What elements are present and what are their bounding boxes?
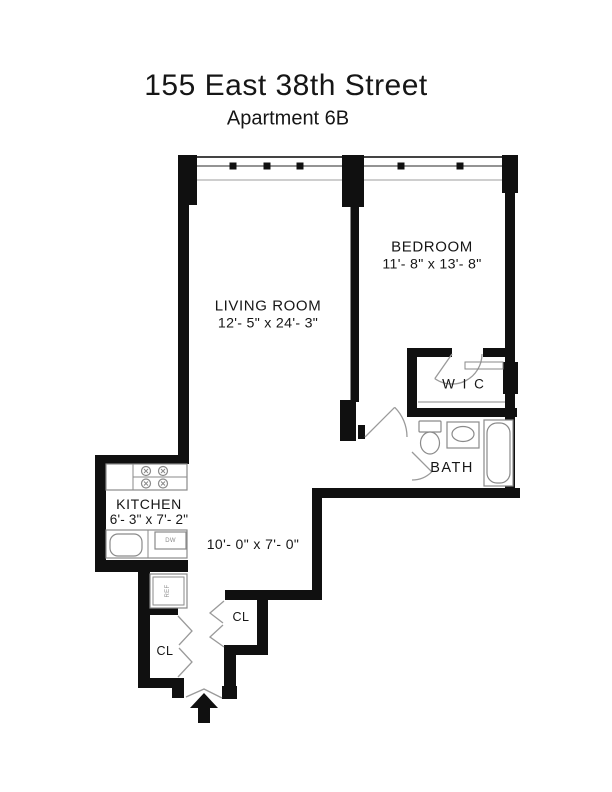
refrigerator-icon bbox=[149, 573, 188, 609]
entry-door-swing bbox=[185, 688, 223, 699]
bath-label: BATH bbox=[430, 460, 474, 476]
walls bbox=[95, 155, 520, 699]
kitchen-dims: 6'- 3" x 7'- 2" bbox=[109, 512, 189, 527]
bedroom-label: BEDROOM 11'- 8" x 13'- 8" bbox=[382, 238, 482, 273]
wic-shelf-icon bbox=[418, 361, 505, 403]
page-title: 155 East 38th Street bbox=[144, 69, 428, 102]
dishwasher-label: DW bbox=[165, 537, 176, 544]
window-mullion-icon bbox=[229, 162, 464, 170]
refrigerator-label: REF bbox=[165, 584, 171, 598]
entry-arrow-icon bbox=[190, 693, 218, 723]
toilet-icon bbox=[418, 420, 442, 455]
kitchen-name: KITCHEN bbox=[116, 496, 182, 512]
living-room-label: LIVING ROOM 12'- 5" x 24'- 3" bbox=[214, 297, 322, 332]
bath-sink-icon bbox=[446, 421, 480, 449]
bedroom-dims: 11'- 8" x 13'- 8" bbox=[382, 256, 482, 272]
dishwasher-icon bbox=[154, 531, 187, 550]
kitchen-sink-icon bbox=[109, 533, 143, 557]
wic-label: W I C bbox=[442, 376, 486, 392]
bathtub-icon bbox=[483, 419, 514, 487]
window-band bbox=[189, 156, 506, 181]
closet-bifold-door-icon bbox=[177, 600, 225, 678]
bedroom-door-swing bbox=[364, 406, 408, 438]
page-subtitle: Apartment 6B bbox=[226, 107, 350, 130]
living-room-dims: 12'- 5" x 24'- 3" bbox=[217, 315, 319, 331]
bedroom-name: BEDROOM bbox=[391, 238, 473, 256]
stove-icon bbox=[105, 463, 188, 491]
closet-hall-label: CL bbox=[232, 610, 250, 624]
kitchen-label: KITCHEN 6'- 3" x 7'- 2" bbox=[109, 496, 189, 528]
closet-entry-label: CL bbox=[156, 644, 174, 658]
hall-dims: 10'- 0" x 7'- 0" bbox=[206, 536, 300, 552]
living-room-name: LIVING ROOM bbox=[214, 297, 322, 315]
bath-door-swing bbox=[411, 451, 433, 481]
